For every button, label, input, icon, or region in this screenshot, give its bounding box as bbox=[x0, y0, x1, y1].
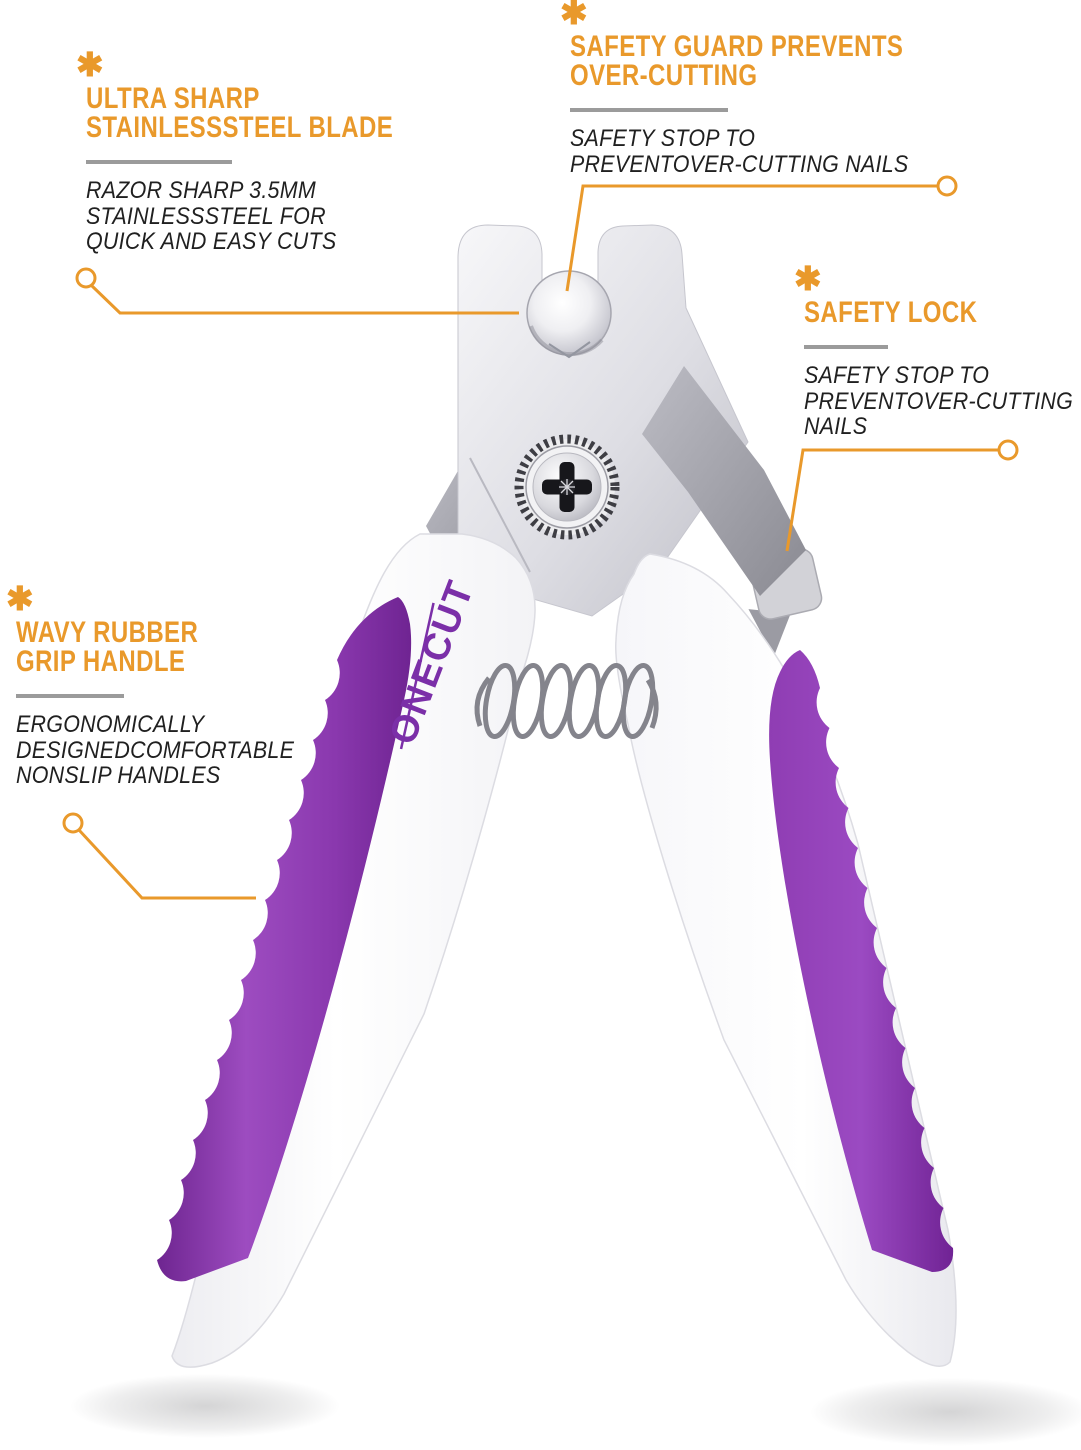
callout-title-line: WAVY RUBBER bbox=[16, 616, 199, 649]
callout-title: ULTRA SHARP STAINLESSSTEEL BLADE bbox=[86, 82, 394, 144]
asterisk-icon: ✱ bbox=[6, 580, 34, 617]
callout-title-line: ULTRA SHARP bbox=[86, 82, 260, 115]
blade-notch bbox=[539, 219, 601, 287]
leader-line-ultra-sharp bbox=[89, 283, 519, 315]
callout-title-line: STAINLESSSTEEL BLADE bbox=[86, 111, 394, 144]
asterisk-icon: ✱ bbox=[560, 0, 588, 31]
callout-body-line: STAINLESSSTEEL FOR bbox=[86, 202, 326, 230]
callout-underline bbox=[16, 694, 124, 698]
blade-seam-left bbox=[469, 457, 531, 573]
leader-dot-safety-guard bbox=[936, 175, 958, 197]
leader-dot-safety-lock bbox=[997, 439, 1019, 461]
callout-title: SAFETY LOCK bbox=[804, 296, 1050, 329]
callout-title: SAFETY GUARD PREVENTS OVER-CUTTING bbox=[570, 30, 904, 92]
asterisk-icon: ✱ bbox=[76, 46, 104, 83]
callout-body-line: DESIGNEDCOMFORTABLE bbox=[16, 736, 295, 764]
callout-body: RAZOR SHARP 3.5MM STAINLESSSTEEL FOR QUI… bbox=[86, 178, 422, 255]
callout-body: ERGONOMICALLY DESIGNEDCOMFORTABLE NONSLI… bbox=[16, 712, 294, 789]
leader-line-safety-guard bbox=[565, 184, 938, 292]
callout-title-line: GRIP HANDLE bbox=[16, 645, 186, 678]
back-blade-right bbox=[642, 366, 806, 596]
callout-body-line: ERGONOMICALLY bbox=[16, 711, 205, 738]
callout-title-line: SAFETY GUARD PREVENTS bbox=[570, 30, 904, 63]
callout-body: SAFETY STOP TO PREVENTOVER-CUTTING NAILS bbox=[804, 363, 1073, 440]
callout-underline bbox=[804, 345, 888, 349]
callout-underline bbox=[570, 108, 728, 112]
callout-body-line: SAFETY STOP TO bbox=[804, 362, 990, 389]
pivot-screw bbox=[514, 434, 620, 540]
callout-body: SAFETY STOP TO PREVENTOVER-CUTTING NAILS bbox=[570, 126, 935, 177]
leader-line-safety-lock bbox=[785, 448, 998, 552]
spring bbox=[474, 662, 659, 740]
cutting-edge-point bbox=[548, 341, 591, 359]
left-tip-shadow bbox=[70, 1374, 340, 1438]
left-grip bbox=[157, 597, 412, 1282]
callout-safety-lock: ✱ SAFETY LOCK SAFETY STOP TO PREVENTOVER… bbox=[794, 262, 1081, 440]
callout-body-line: RAZOR SHARP 3.5MM bbox=[86, 177, 316, 204]
leader-dot-wavy-grip bbox=[62, 812, 84, 834]
callout-ultra-sharp-blade: ✱ ULTRA SHARP STAINLESSSTEEL BLADE RAZOR… bbox=[76, 48, 470, 255]
asterisk-icon: ✱ bbox=[794, 260, 822, 297]
callout-title-line: OVER-CUTTING bbox=[570, 59, 758, 92]
right-grip bbox=[769, 650, 954, 1272]
callout-body-line: QUICK AND EASY CUTS bbox=[86, 228, 337, 255]
callout-wavy-rubber-grip: ✱ WAVY RUBBER GRIP HANDLE ERGONOMICALLY … bbox=[6, 582, 334, 789]
right-tip-shadow bbox=[810, 1378, 1081, 1446]
leader-dot-ultra-sharp bbox=[75, 267, 97, 289]
leader-line-wavy-grip bbox=[77, 828, 256, 900]
callout-body-line: PREVENTOVER-CUTTING NAILS bbox=[570, 150, 909, 178]
callout-leaders bbox=[62, 175, 1019, 900]
brand-logo-slash bbox=[399, 602, 435, 750]
callout-title-line: SAFETY LOCK bbox=[804, 296, 978, 329]
callout-body-line: NAILS bbox=[804, 413, 868, 440]
callout-body-line: SAFETY STOP TO bbox=[570, 125, 756, 152]
callout-title: WAVY RUBBER GRIP HANDLE bbox=[16, 616, 270, 678]
callout-safety-guard: ✱ SAFETY GUARD PREVENTS OVER-CUTTING SAF… bbox=[560, 0, 987, 177]
callout-body-line: NONSLIP HANDLES bbox=[16, 762, 221, 789]
callout-underline bbox=[86, 160, 232, 164]
callout-body-line: PREVENTOVER-CUTTING bbox=[804, 387, 1074, 415]
